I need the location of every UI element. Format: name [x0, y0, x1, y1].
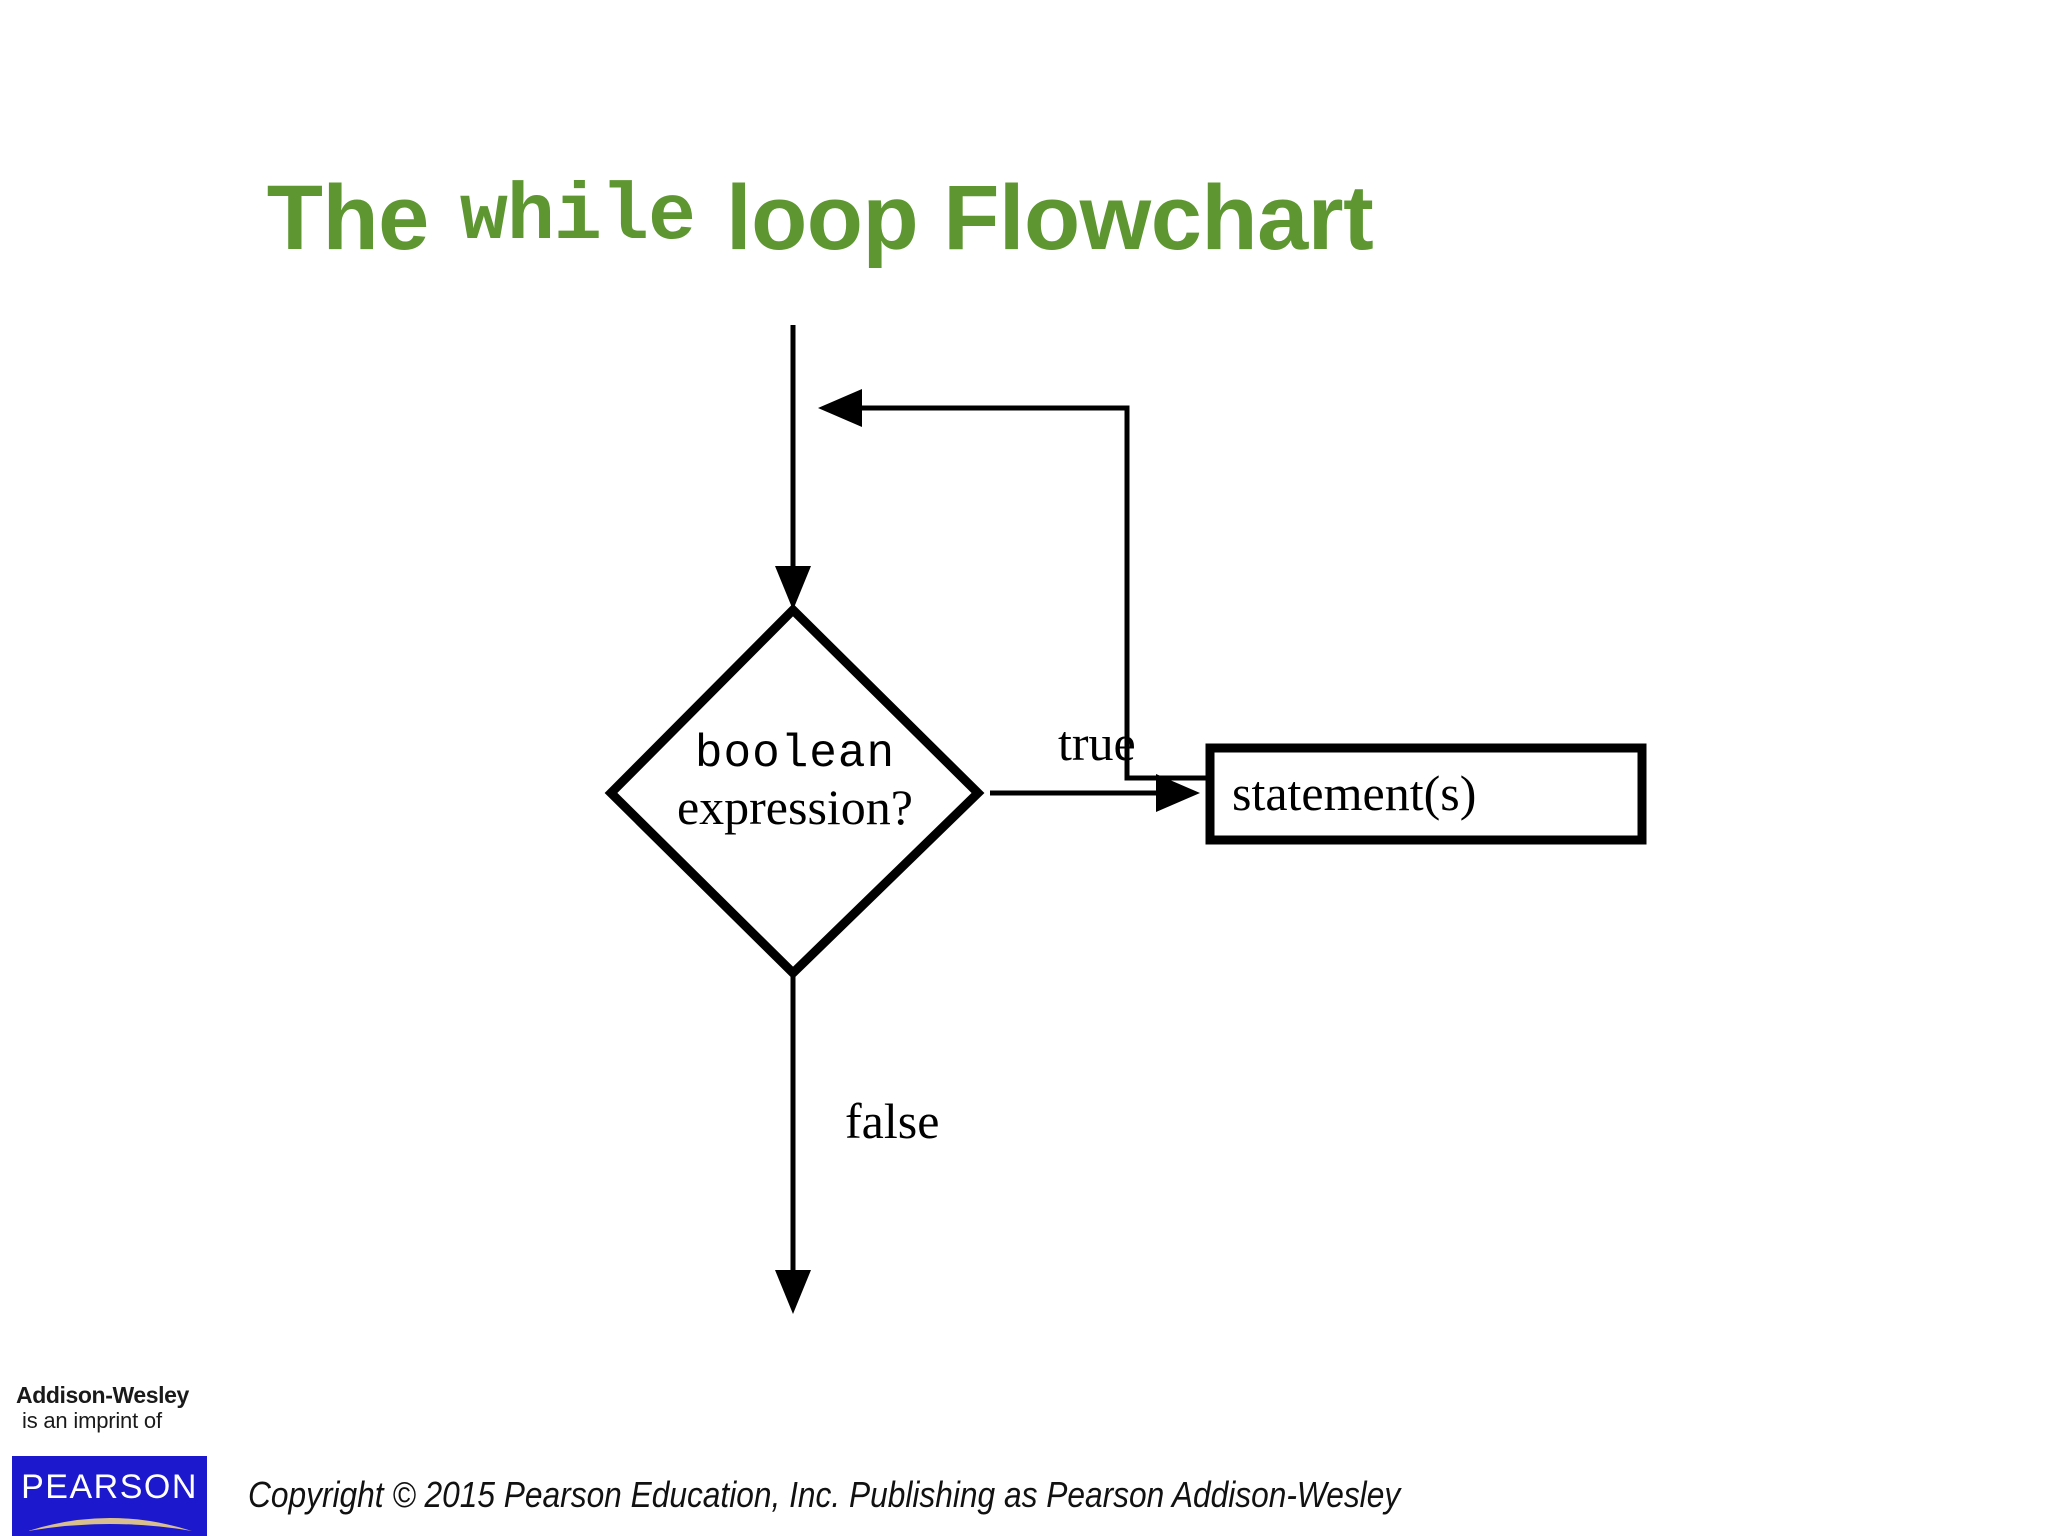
decision-diamond-label: boolean expression? — [620, 728, 970, 835]
imprint-tagline: is an imprint of — [22, 1407, 162, 1433]
true-branch-arrow — [990, 774, 1200, 812]
title-suffix: loop Flowchart — [726, 166, 1374, 269]
false-branch-arrow — [775, 973, 811, 1314]
imprint-block: Addison-Wesley is an imprint of — [16, 1382, 206, 1433]
imprint-publisher-name: Addison-Wesley — [16, 1382, 189, 1408]
page-title: The while loop Flowchart — [150, 158, 1490, 278]
edge-label-true: true — [1058, 715, 1136, 771]
edge-label-false: false — [845, 1093, 940, 1149]
title-prefix: The — [266, 166, 430, 269]
entry-arrow — [775, 325, 811, 610]
pearson-logo: PEARSON — [12, 1456, 207, 1536]
statement-box-label: statement(s) — [1232, 765, 1477, 821]
loop-back-arrow — [818, 389, 1210, 781]
pearson-swoosh-icon — [28, 1518, 192, 1531]
title-keyword-while: while — [459, 171, 696, 263]
statement-box — [1205, 743, 1647, 845]
decision-question-text: expression? — [676, 778, 914, 835]
decision-code-text: boolean — [694, 728, 896, 780]
copyright-notice: Copyright © 2015 Pearson Education, Inc.… — [248, 1474, 1401, 1515]
pearson-wordmark: PEARSON — [21, 1468, 198, 1506]
